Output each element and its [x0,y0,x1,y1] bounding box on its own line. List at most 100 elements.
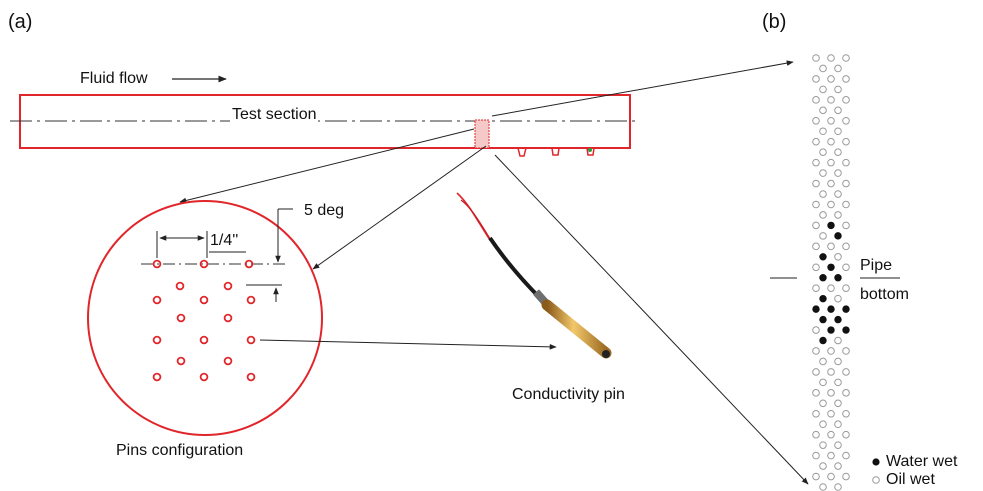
oil-wet-dot [819,420,827,429]
oil-wet-dot [827,451,835,460]
conductivity-pin-17 [199,372,209,382]
oil-wet-dot [812,137,820,146]
conductivity-pin-4 [175,281,185,291]
oil-wet-dot [842,116,850,125]
oil-wet-dot [819,483,827,491]
pipe-bottom-label-line2: bottom [860,286,909,303]
oil-wet-dot [812,263,820,272]
conductivity-pin-14 [176,356,186,366]
conductivity-pin-6 [152,295,162,305]
oil-wet-dot [812,54,820,62]
oil-wet-dot [834,106,842,115]
oil-wet-dot [812,221,820,230]
oil-wet-dot [842,96,850,104]
test-section-label: Test section [230,106,319,123]
conductivity-pin-10 [223,313,233,323]
water-wet-dot [819,253,827,261]
oil-wet-dot [842,368,850,376]
oil-wet-dot [819,190,827,198]
leader-to-map-bottom [494,154,809,485]
leader-to-map-top [491,60,794,117]
oil-wet-dot [834,357,842,366]
conductivity-pin-16 [152,372,162,382]
oil-wet-dot [812,158,820,167]
conductivity-pin-11 [152,335,162,345]
legend-water-wet-label: Water wet [886,453,958,470]
oil-wet-dot [827,430,835,439]
pin-angle-label: 5 deg [304,202,345,219]
panel-a-label: (a) [8,11,33,33]
oil-wet-dot [827,409,835,418]
oil-wet-dot [842,242,850,251]
oil-wet-dot [812,242,820,251]
conductivity-pin-7 [199,295,209,305]
oil-wet-dot [819,399,827,408]
port-1 [517,147,527,157]
pins-circle [87,200,323,436]
conductivity-pin-12 [199,335,209,345]
oil-wet-dot [812,200,820,209]
oil-wet-dot [834,420,842,429]
oil-wet-dot [812,179,820,188]
water-wet-legend-marker [872,458,880,466]
oil-wet-dot [842,179,850,188]
oil-wet-dot [819,64,827,73]
oil-wet-dot [812,116,820,125]
conductivity-pin-2 [199,259,209,269]
oil-wet-dot [842,451,850,460]
water-wet-dot [842,326,850,334]
oil-wet-dot [827,96,835,104]
leader-to-probe [259,339,557,350]
water-wet-dot [834,232,842,240]
oil-wet-dot [827,179,835,188]
oil-wet-dot [827,242,835,251]
oil-wet-dot [834,294,842,303]
oil-wet-dot [834,127,842,136]
leader-to-pin-detail [312,145,487,270]
oil-wet-dot [827,54,835,62]
oil-wet-dot [842,347,850,355]
oil-wet-dot [819,232,827,240]
oil-wet-dot [834,211,842,219]
oil-wet-dot [842,430,850,439]
water-wet-dot [819,294,827,303]
oil-wet-dot [827,137,835,146]
oil-wet-dot [819,211,827,219]
port-3-marker [588,148,592,152]
oil-wet-dot [842,221,850,230]
oil-wet-dot [842,75,850,83]
conductivity-pin-5 [223,281,233,291]
oil-wet-dot [812,326,820,334]
oil-wet-dot [827,284,835,292]
oil-wet-dot [834,85,842,94]
oil-wet-dot [834,336,842,345]
conductivity-pin-caption: Conductivity pin [512,386,625,403]
water-wet-dot [819,336,827,345]
leader-to-circle [179,128,475,204]
port-3 [586,147,595,156]
water-wet-dot [842,305,850,313]
oil-wet-dot [827,158,835,167]
wetting-map [812,54,850,491]
fluid-flow-label: Fluid flow [80,70,148,87]
conductivity-pin-15 [223,356,233,366]
oil-wet-dot [812,368,820,376]
water-wet-dot [834,315,842,324]
oil-wet-dot [834,483,842,491]
oil-wet-dot [819,378,827,387]
oil-wet-dot [819,85,827,94]
conductivity-pin-3 [244,259,254,269]
oil-wet-dot [819,462,827,470]
oil-wet-dot [819,127,827,136]
pin-patch [474,119,490,149]
water-wet-dot [819,274,827,282]
oil-wet-dot [842,409,850,418]
conductivity-pin-13 [246,335,256,345]
oil-wet-dot [842,137,850,146]
oil-wet-dot [834,253,842,261]
oil-wet-dot [819,148,827,156]
oil-wet-dot [812,96,820,104]
conductivity-probe-image [456,192,612,359]
water-wet-dot [827,221,835,230]
oil-wet-dot [842,158,850,167]
